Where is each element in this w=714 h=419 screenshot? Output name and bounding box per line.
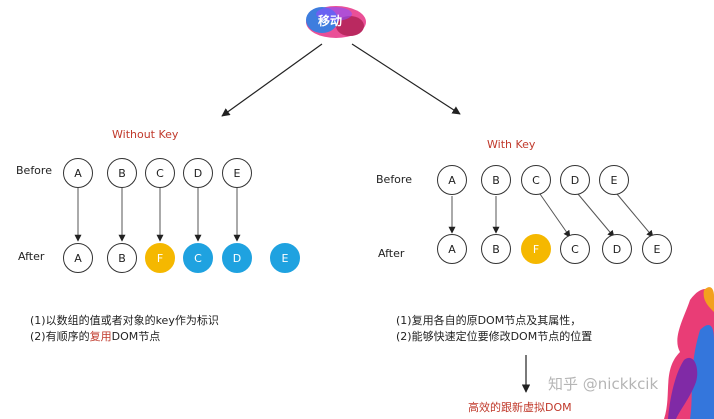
left-after-node-b: B <box>107 243 137 273</box>
right-before-node-a: A <box>437 165 467 195</box>
top-title: 移动 <box>318 14 343 28</box>
right-after-node-e: E <box>642 234 672 264</box>
right-after-node-d: D <box>602 234 632 264</box>
left-after-node-e: E <box>270 243 300 273</box>
left-before-node-b: B <box>107 158 137 188</box>
right-arrow-c <box>539 193 571 238</box>
left-after-node-d: D <box>222 243 252 273</box>
right-after-node-c: C <box>560 234 590 264</box>
right-before-node-d: D <box>560 165 590 195</box>
left-note-1: (1)以数组的值或者对象的key作为标识 <box>30 314 219 327</box>
title-paint-splash <box>306 6 366 38</box>
right-before-node-c: C <box>521 165 551 195</box>
right-after-node-a: A <box>437 234 467 264</box>
right-before-node-b: B <box>481 165 511 195</box>
right-note-1: (1)复用各自的原DOM节点及其属性， <box>396 314 582 327</box>
right-after-node-f: F <box>521 234 551 264</box>
split-arrow-left <box>221 43 323 117</box>
right-after-label: After <box>378 247 405 260</box>
conclusion-text: 高效的跟新虚拟DOM <box>468 401 572 414</box>
corner-paint-splash <box>664 287 714 419</box>
left-note-2-suffix: DOM节点 <box>111 330 161 343</box>
right-arrow-d <box>577 193 615 238</box>
split-arrow-right <box>351 43 461 115</box>
left-after-node-c: C <box>183 243 213 273</box>
left-after-node-a: A <box>63 243 93 273</box>
left-after-node-f: F <box>145 243 175 273</box>
right-after-node-b: B <box>481 234 511 264</box>
left-note-2: (2)有顺序的复用DOM节点 <box>30 329 160 345</box>
with-key-title: With Key <box>487 138 536 151</box>
left-note-2-prefix: (2)有顺序的 <box>30 330 90 343</box>
left-before-node-d: D <box>183 158 213 188</box>
right-arrow-e <box>616 193 654 238</box>
left-before-node-a: A <box>63 158 93 188</box>
right-before-label: Before <box>376 173 412 186</box>
left-before-node-e: E <box>222 158 252 188</box>
left-after-label: After <box>18 250 45 263</box>
watermark: 知乎 @nickkcik <box>548 375 659 393</box>
left-before-node-c: C <box>145 158 175 188</box>
right-note-2: (2)能够快速定位要修改DOM节点的位置 <box>396 330 593 343</box>
left-note-2-highlight: 复用 <box>89 330 112 343</box>
without-key-title: Without Key <box>112 128 179 141</box>
right-before-node-e: E <box>599 165 629 195</box>
left-before-label: Before <box>16 164 52 177</box>
